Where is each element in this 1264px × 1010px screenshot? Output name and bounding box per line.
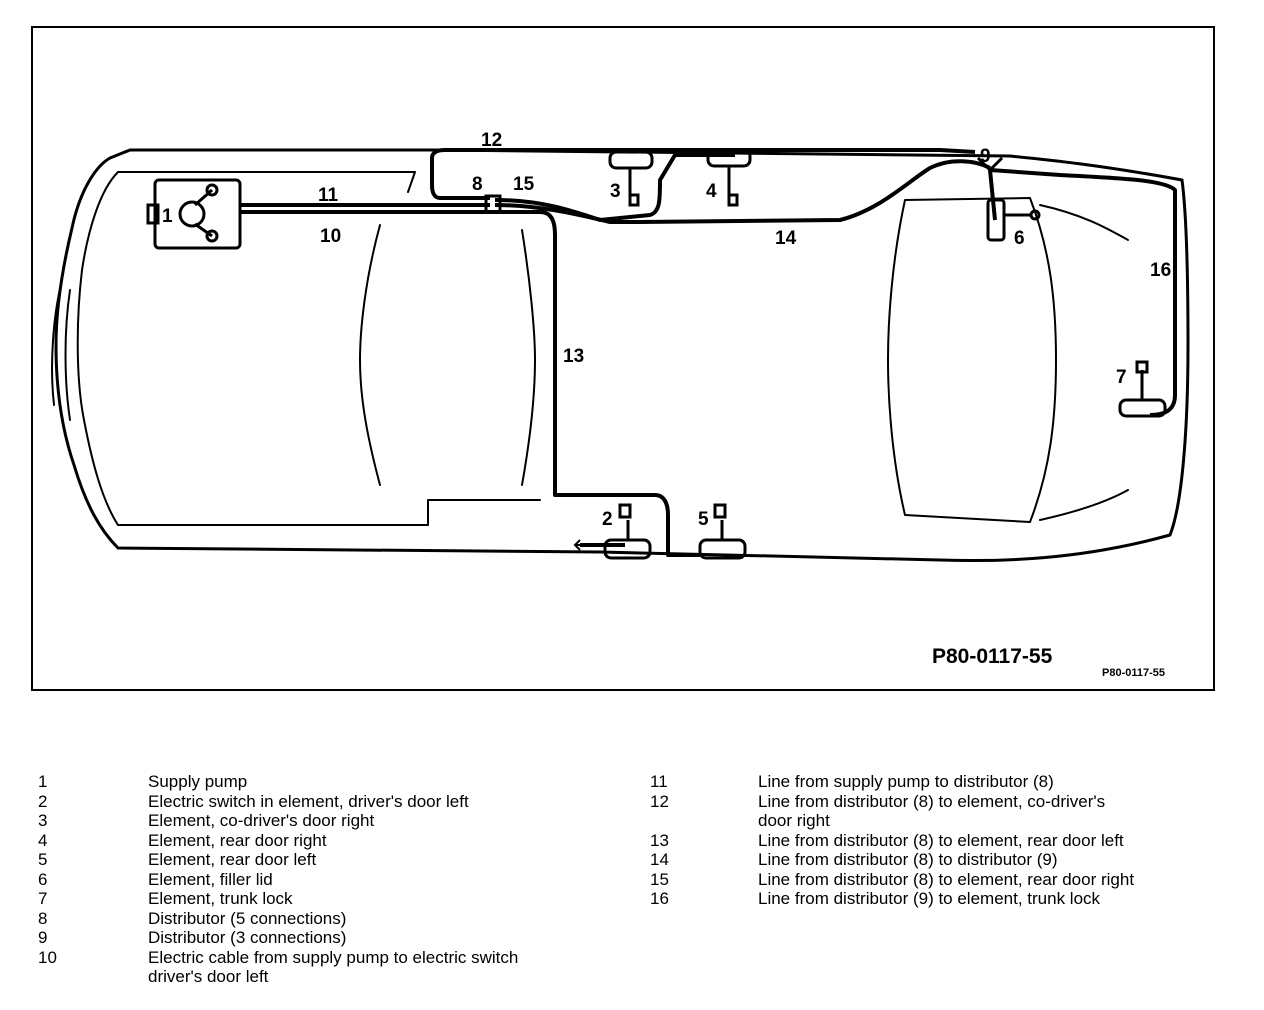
- legend-number: 7: [38, 889, 48, 908]
- legend-number: 15: [650, 869, 669, 889]
- callout-16: 16: [1150, 260, 1171, 281]
- callout-8: 8: [472, 174, 483, 195]
- legend-right-column: 11 Line from supply pump to distributor (…: [650, 772, 1210, 909]
- legend-number: 16: [650, 889, 669, 908]
- legend-text: Line from distributor (8) to element, re…: [758, 830, 1124, 850]
- legend-number: 8: [38, 908, 48, 928]
- callout-12: 12: [481, 130, 502, 151]
- legend-text: Distributor (3 connections): [148, 928, 347, 947]
- legend-item: 14 Line from distributor (8) to distribut…: [650, 850, 1210, 870]
- legend-number: 13: [650, 830, 669, 850]
- legend-number: 11: [650, 772, 668, 791]
- legend-number: 6: [38, 869, 48, 889]
- legend-text: Element, co-driver's door right: [148, 811, 375, 830]
- element-4-icon: [706, 148, 752, 207]
- legend-item: 16 Line from distributor (9) to element, …: [650, 889, 1210, 909]
- legend-item: 15 Line from distributor (8) to element, …: [650, 870, 1210, 890]
- callout-13: 13: [563, 346, 584, 367]
- legend-text: Electric cable from supply pump to elect…: [148, 947, 519, 987]
- legend-item: 7 Element, trunk lock: [38, 889, 618, 909]
- legend-text: Line from distributor (9) to element, tr…: [758, 889, 1101, 908]
- legend-text: Element, trunk lock: [148, 889, 293, 908]
- legend-text: Electric switch in element, driver's doo…: [148, 791, 469, 811]
- legend-item: 13 Line from distributor (8) to element, …: [650, 831, 1210, 851]
- legend-number: 4: [38, 830, 48, 850]
- legend-item: 6 Element, filler lid: [38, 870, 618, 890]
- callout-9: 9: [980, 146, 991, 167]
- figure-code-small: P80-0117-55: [1102, 667, 1165, 679]
- car-line-diagram: 1 2 3 4 5 6 7 8 9 10 11 12 13 14 15 16 P…: [31, 26, 1215, 691]
- legend-text: Line from distributor (8) to element, co…: [758, 791, 1106, 831]
- legend-number: 3: [38, 811, 48, 830]
- legend-item: 11 Line from supply pump to distributor (…: [650, 772, 1210, 792]
- legend-number: 1: [38, 772, 48, 791]
- legend-number: 14: [650, 850, 669, 869]
- legend-text: Supply pump: [148, 772, 248, 791]
- diagram-border: [31, 26, 1215, 691]
- element-3-icon: [608, 150, 654, 207]
- callout-5: 5: [698, 509, 709, 530]
- legend-number: 10: [38, 947, 57, 967]
- callout-1: 1: [162, 206, 173, 227]
- legend-item: 8 Distributor (5 connections): [38, 909, 618, 929]
- callout-11: 11: [318, 185, 339, 206]
- callout-10: 10: [320, 226, 341, 247]
- callout-labels: 1 2 3 4 5 6 7 8 9 10 11 12 13 14 15 16: [162, 130, 1171, 530]
- legend-text: Element, filler lid: [148, 869, 273, 889]
- legend-text: Element, rear door left: [148, 850, 317, 869]
- legend-item: 12 Line from distributor (8) to element, …: [650, 792, 1210, 831]
- legend-number: 9: [38, 928, 48, 947]
- diagram-svg: 1 2 3 4 5 6 7 8 9 10 11 12 13 14 15 16 P…: [31, 26, 1215, 691]
- legend-number: 2: [38, 791, 48, 811]
- callout-14: 14: [775, 228, 797, 249]
- legend-item: 9 Distributor (3 connections): [38, 928, 618, 948]
- legend-item: 4 Element, rear door right: [38, 831, 618, 851]
- distributor-8-icon: [484, 194, 502, 214]
- element-2-icon: [573, 503, 652, 560]
- callout-3: 3: [610, 181, 621, 202]
- legend-item: 5 Element, rear door left: [38, 850, 618, 870]
- legend-text: Line from distributor (8) to distributor…: [758, 850, 1058, 869]
- callout-2: 2: [602, 509, 613, 530]
- figure-code: P80-0117-55: [932, 645, 1053, 668]
- legend-left-column: 1 Supply pump 2 Electric switch in element…: [38, 772, 618, 987]
- car-outline: [51, 148, 1190, 563]
- distributor-9-icon: [976, 156, 1004, 173]
- element-6-icon: [986, 198, 1041, 242]
- legend-text: Line from supply pump to distributor (8): [758, 772, 1054, 791]
- legend-text: Distributor (5 connections): [148, 908, 347, 928]
- legend-item: 1 Supply pump: [38, 772, 618, 792]
- legend-item: 3 Element, co-driver's door right: [38, 811, 618, 831]
- legend-text: Element, rear door right: [148, 830, 327, 850]
- legend-number: 12: [650, 791, 669, 811]
- callout-6: 6: [1014, 228, 1025, 249]
- callout-4: 4: [706, 181, 717, 202]
- legend-number: 5: [38, 850, 48, 869]
- lines: [240, 148, 1177, 557]
- legend-item: 2 Electric switch in element, driver's do…: [38, 792, 618, 812]
- legend-item: 10 Electric cable from supply pump to ele…: [38, 948, 618, 987]
- element-icons: [484, 148, 1167, 560]
- element-7-icon: [1118, 360, 1167, 418]
- element-5-icon: [698, 503, 747, 560]
- callout-15: 15: [513, 174, 535, 195]
- callout-7: 7: [1116, 367, 1127, 388]
- legend-text: Line from distributor (8) to element, re…: [758, 869, 1135, 889]
